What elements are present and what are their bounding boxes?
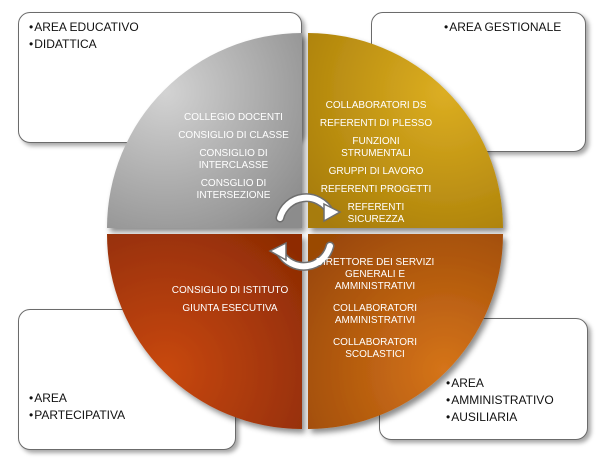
box-item: AREA GESTIONALE bbox=[444, 19, 585, 36]
quadrant-item: CONSGLIO DI INTERSEZIONE bbox=[196, 178, 271, 201]
quadrant-item: COLLABORATORI DS bbox=[325, 100, 427, 111]
quadrant-top-right bbox=[308, 33, 503, 228]
quadrant-bottom-left bbox=[107, 234, 302, 429]
quadrant-label-amministrativo: DIRETTORE DEI SERVIZI GENERALI E AMMINIS… bbox=[312, 257, 438, 367]
box-item: AREA EDUCATIVO bbox=[29, 19, 301, 36]
box-item: DIDATTICA bbox=[29, 36, 301, 53]
quadrant-item: FUNZIONI STRUMENTALI bbox=[341, 136, 411, 159]
quadrant-item: CONSIGLIO DI INTERCLASSE bbox=[198, 148, 269, 171]
quadrant-item: COLLABORATORI AMMINISTRATIVI bbox=[332, 303, 418, 326]
quadrant-item: REFERENTI DI PLESSO bbox=[319, 118, 433, 129]
box-item: PARTECIPATIVA bbox=[29, 407, 235, 424]
cycle-arrows-icon bbox=[268, 193, 342, 271]
quadrant-item: COLLEGIO DOCENTI bbox=[184, 112, 283, 123]
quadrant-label-gestionale: COLLABORATORI DS REFERENTI DI PLESSO FUN… bbox=[318, 100, 434, 232]
quadrant-item: GRUPPI DI LAVORO bbox=[328, 166, 424, 177]
box-item: AREA bbox=[29, 390, 235, 407]
quadrant-bottom-right bbox=[308, 234, 503, 429]
quadrant-item: REFERENTI PROGETTI bbox=[320, 184, 432, 195]
quadrant-item: COLLABORATORI SCOLASTICI bbox=[332, 337, 418, 360]
quadrant-item: DIRETTORE DEI SERVIZI GENERALI E AMMINIS… bbox=[315, 257, 435, 292]
quadrant-label-partecipativa: CONSIGLIO DI ISTITUTO GIUNTA ESECUTIVA bbox=[160, 285, 300, 321]
quadrant-item: GIUNTA ESECUTIVA bbox=[182, 303, 278, 314]
box-item: AMMINISTRATIVO bbox=[446, 392, 587, 409]
quadrant-label-educativo: COLLEGIO DOCENTI CONSIGLIO DI CLASSE CON… bbox=[176, 112, 291, 208]
quadrant-top-left bbox=[107, 33, 302, 228]
box-item: AUSILIARIA bbox=[446, 409, 587, 426]
box-item: AREA bbox=[446, 375, 587, 392]
quadrant-item: CONSIGLIO DI CLASSE bbox=[178, 130, 289, 141]
quadrant-item: CONSIGLIO DI ISTITUTO bbox=[171, 285, 289, 296]
quadrant-item: REFERENTI SICUREZZA bbox=[347, 202, 405, 225]
